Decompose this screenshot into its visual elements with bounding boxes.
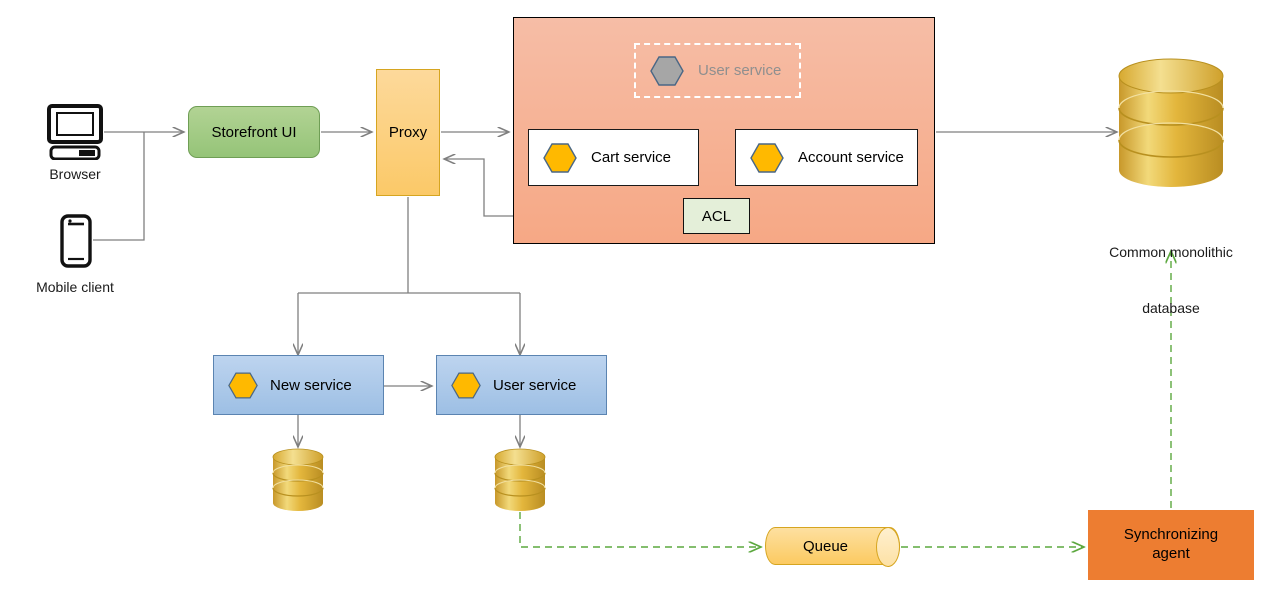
ghost-user-service-label: User service [698,62,782,79]
common-database-label: Common monolithic database [1080,205,1262,356]
sync-agent-label-line1: Synchronizing [1123,526,1219,544]
hexagon-gold-icon [543,142,577,173]
cart-service-label: Cart service [591,149,672,166]
user-service-database-icon[interactable] [494,448,546,519]
user-service-label: User service [493,376,577,394]
account-service-label: Account service [798,149,904,166]
storefront-ui-label: Storefront UI [211,123,297,141]
hexagon-gray-icon [650,55,684,86]
cart-service-box[interactable]: Cart service [528,129,699,186]
sync-agent-label-line2: agent [1152,545,1190,562]
acl-node[interactable]: ACL [683,198,750,234]
edge-mobile-to-storefront [93,132,145,241]
queue-label: Queue [802,537,849,555]
hexagon-gold-icon [228,372,258,399]
desktop-computer-icon [46,104,104,165]
storefront-ui-node[interactable]: Storefront UI [188,106,320,158]
user-service-box[interactable]: User service [436,355,607,415]
hexagon-gold-icon [451,372,481,399]
mobile-phone-icon [59,214,93,273]
queue-cylinder-cap [876,527,900,567]
proxy-node[interactable]: Proxy [376,69,440,196]
new-service-label: New service [270,376,352,394]
browser-label: Browser [49,166,101,182]
proxy-label: Proxy [388,124,428,141]
synchronizing-agent-node[interactable]: Synchronizing agent [1088,510,1254,580]
acl-label: ACL [701,207,732,225]
ghost-user-service-box[interactable]: User service [634,43,801,98]
hexagon-gold-icon [750,142,784,173]
mobile-client-label: Mobile client [36,279,114,295]
new-service-box[interactable]: New service [213,355,384,415]
common-monolithic-database-icon[interactable] [1117,58,1225,199]
common-database-label-line2: database [1142,300,1200,317]
queue-node[interactable]: Queue [765,527,900,567]
account-service-box[interactable]: Account service [735,129,918,186]
new-service-database-icon[interactable] [272,448,324,519]
common-database-label-line1: Common monolithic [1109,243,1233,260]
edge-user-db-to-queue [519,512,761,547]
